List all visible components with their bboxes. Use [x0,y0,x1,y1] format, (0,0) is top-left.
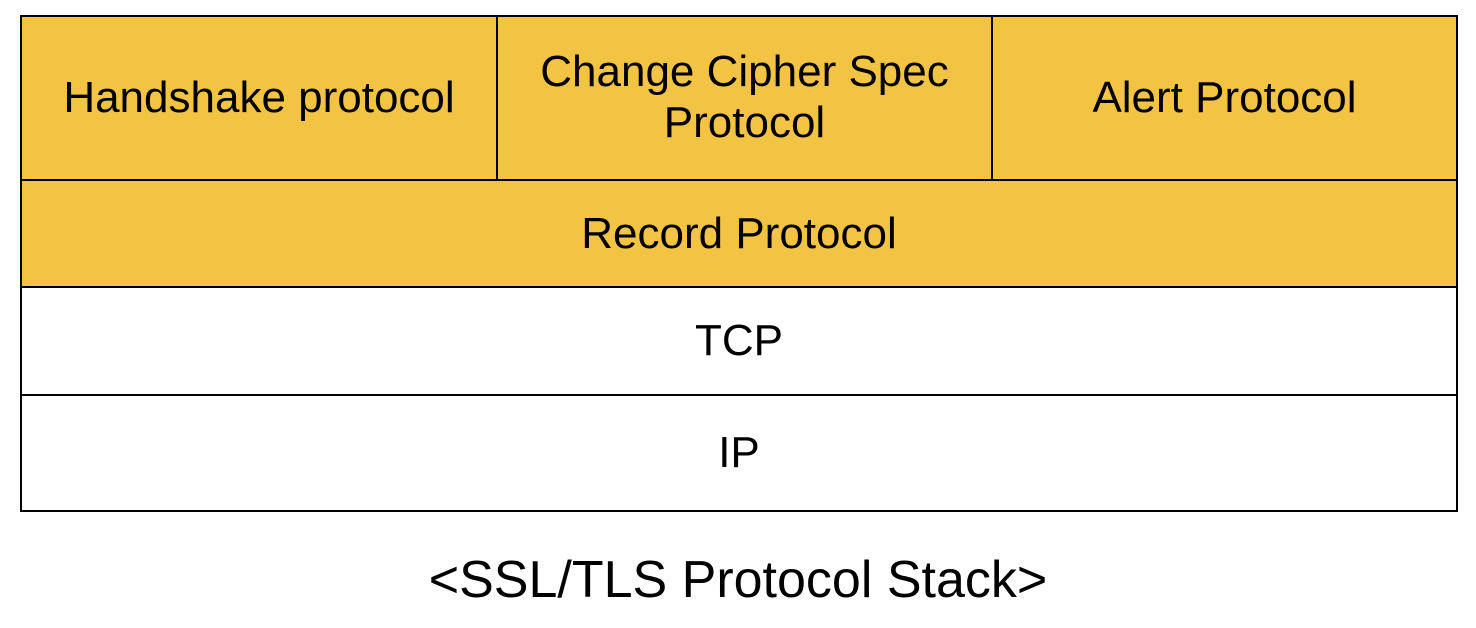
cell-alert-protocol: Alert Protocol [993,17,1456,179]
record-protocol-label: Record Protocol [581,208,897,258]
cell-change-cipher-spec-protocol: Change Cipher Spec Protocol [498,17,993,179]
handshake-protocol-label: Handshake protocol [63,72,455,122]
cell-ip: IP [22,396,1456,510]
change-cipher-spec-protocol-label: Change Cipher Spec Protocol [540,47,949,147]
cell-handshake-protocol: Handshake protocol [22,17,498,179]
tcp-label: TCP [695,316,783,365]
protocol-stack-table: Handshake protocol Change Cipher Spec Pr… [20,15,1458,512]
alert-protocol-label: Alert Protocol [1092,72,1357,122]
upper-protocols-row: Handshake protocol Change Cipher Spec Pr… [22,17,1456,181]
diagram-caption: <SSL/TLS Protocol Stack> [428,551,1048,609]
cell-record-protocol: Record Protocol [22,181,1456,288]
ip-label: IP [718,428,760,477]
cell-tcp: TCP [22,288,1456,396]
